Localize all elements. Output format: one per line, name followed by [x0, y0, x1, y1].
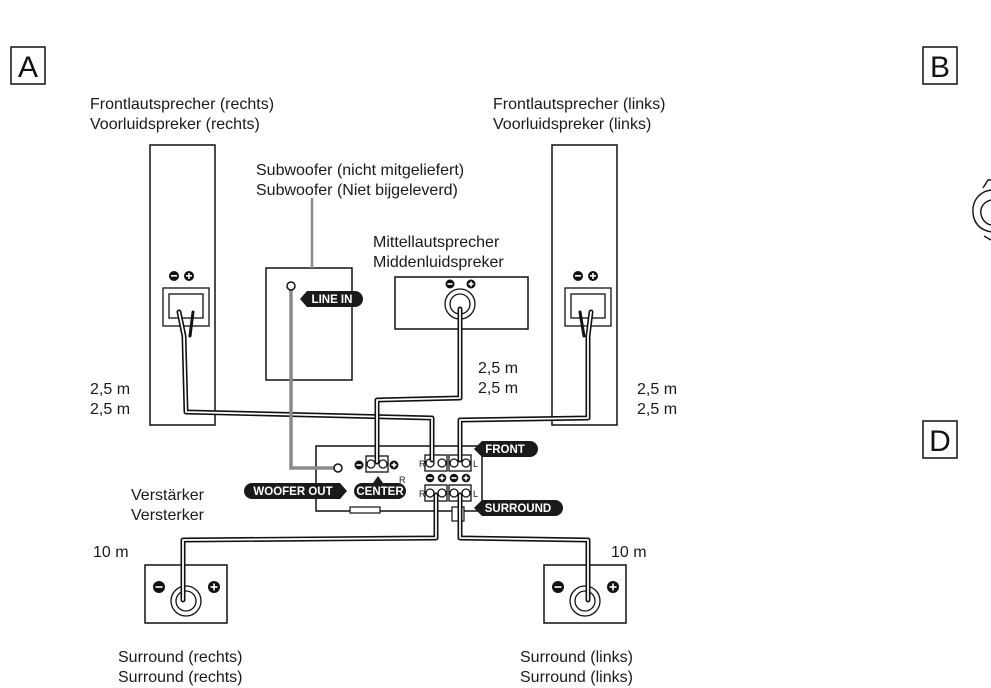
amplifier-label-de: Verstärker: [131, 487, 205, 504]
surround-right-distance: 10 m: [93, 544, 129, 561]
front-r-marker: R: [419, 459, 426, 469]
surround-left-label-nl: Surround (links): [520, 669, 633, 686]
surround-left-distance: 10 m: [611, 544, 647, 561]
surround-right-label-nl: Surround (rechts): [118, 669, 243, 686]
center-speaker-label-nl: Middenluidspreker: [373, 254, 504, 271]
line-in-pill: LINE IN: [300, 291, 363, 307]
front-l-marker: L: [473, 459, 478, 469]
surround-speaker-left: [543, 564, 627, 624]
front-left-distance-b: 2,5 m: [637, 401, 677, 418]
front-right-label-de: Frontlautsprecher (rechts): [90, 96, 274, 113]
surround-pill: SURROUND: [474, 500, 563, 516]
front-left-distance-a: 2,5 m: [637, 381, 677, 398]
speaker-cables: [176, 306, 594, 603]
center-label: CENTER: [356, 486, 404, 498]
surround-r-marker: R: [419, 489, 426, 499]
front-left-label-nl: Voorluidspreker (links): [493, 116, 651, 133]
section-a-box: A: [10, 46, 46, 85]
front-speaker-right: [149, 144, 216, 426]
surround-left-label-de: Surround (links): [520, 649, 633, 666]
front-right-label-nl: Voorluidspreker (rechts): [90, 116, 260, 133]
center-distance-b: 2,5 m: [478, 380, 518, 397]
surround-speaker-right: [144, 564, 228, 624]
woofer-out-label: WOOFER OUT: [253, 486, 332, 498]
center-pill: CENTER: [354, 476, 406, 499]
front-right-distance-b: 2,5 m: [90, 401, 130, 418]
front-pill: FRONT: [474, 441, 538, 457]
center-r-marker: R: [399, 475, 406, 485]
section-b-box: B: [922, 46, 958, 85]
subwoofer-box: [265, 267, 353, 381]
surround-l-marker: L: [473, 489, 478, 499]
subwoofer-label-nl: Subwoofer (Niet bijgeleverd): [256, 182, 458, 199]
surround-right-label-de: Surround (rechts): [118, 649, 243, 666]
front-left-label-de: Frontlautsprecher (links): [493, 96, 666, 113]
line-in-label: LINE IN: [312, 294, 353, 306]
subwoofer-label-de: Subwoofer (nicht mitgeliefert): [256, 162, 464, 179]
section-b-partial-illustration: [972, 179, 991, 241]
woofer-out-pill: WOOFER OUT: [244, 483, 347, 499]
section-d-box: D: [922, 420, 958, 459]
amplifier-body: R L R L R: [315, 445, 483, 522]
front-right-distance-a: 2,5 m: [90, 381, 130, 398]
center-speaker-label-de: Mittellautsprecher: [373, 234, 500, 251]
front-label: FRONT: [485, 444, 525, 456]
section-a-letter: A: [18, 51, 38, 84]
section-d-letter: D: [929, 425, 951, 458]
front-speaker-left: [551, 144, 618, 426]
surround-label: SURROUND: [485, 503, 551, 515]
center-distance-a: 2,5 m: [478, 360, 518, 377]
subwoofer-cable: [286, 281, 343, 473]
amplifier-label-nl: Versterker: [131, 507, 205, 524]
section-b-letter: B: [930, 51, 950, 84]
